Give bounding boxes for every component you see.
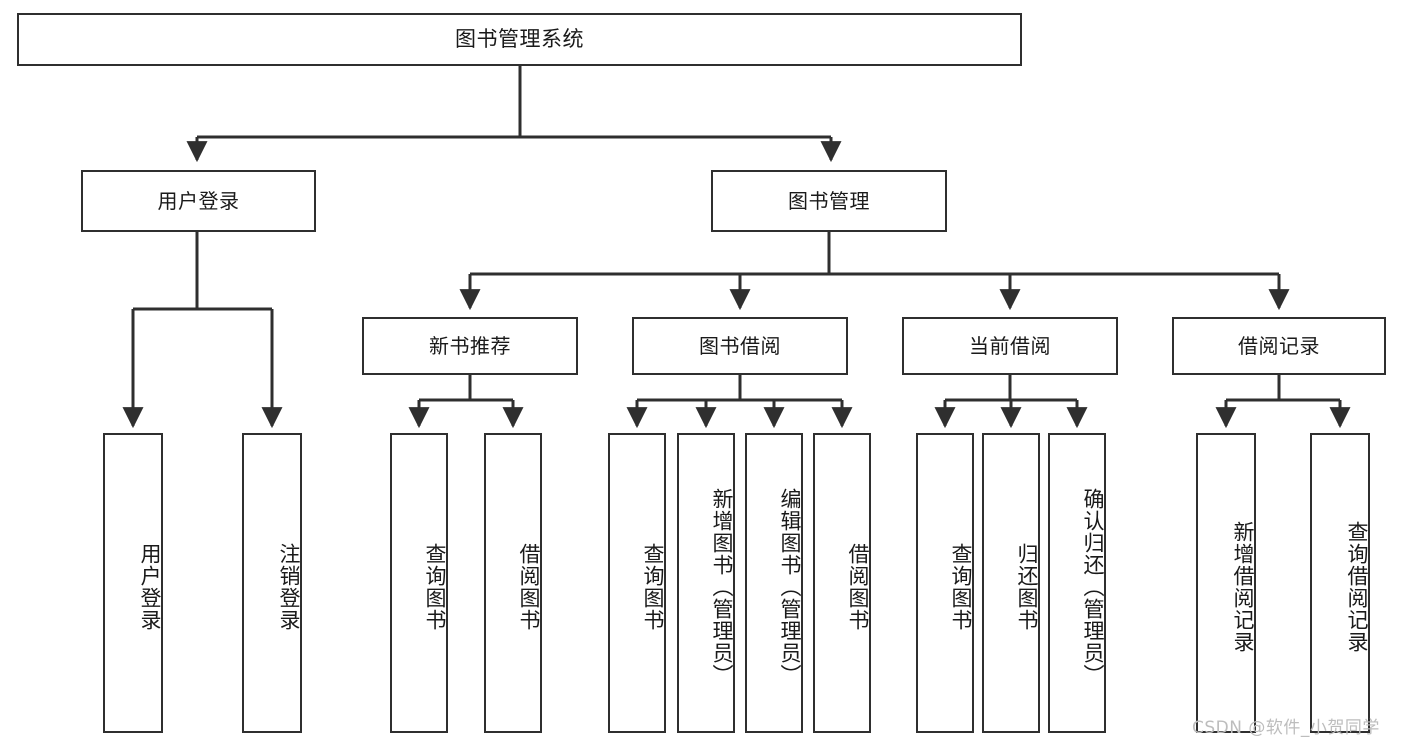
leaf-new-book-query-book[interactable]: 查询图书: [390, 433, 448, 733]
node-root-system[interactable]: 图书管理系统: [17, 13, 1022, 66]
node-label: 查询图书: [641, 543, 665, 631]
node-label: 归还图书: [1015, 543, 1039, 631]
node-label: 借阅图书: [846, 543, 870, 631]
leaf-book-borrow-edit-book-admin[interactable]: 编辑图书（管理员）: [745, 433, 803, 733]
leaf-current-borrow-return-book[interactable]: 归还图书: [982, 433, 1040, 733]
leaf-book-borrow-borrow-book[interactable]: 借阅图书: [813, 433, 871, 733]
node-label: 编辑图书（管理员）: [778, 488, 802, 686]
node-borrow-record[interactable]: 借阅记录: [1172, 317, 1386, 375]
node-user-login[interactable]: 用户登录: [81, 170, 316, 232]
node-label: 查询借阅记录: [1345, 521, 1369, 653]
node-label: 用户登录: [157, 188, 240, 213]
leaf-current-borrow-query-book[interactable]: 查询图书: [916, 433, 974, 733]
node-book-management[interactable]: 图书管理: [711, 170, 947, 232]
node-book-borrow[interactable]: 图书借阅: [632, 317, 848, 375]
node-label: 借阅图书: [517, 543, 541, 631]
node-label: 借阅记录: [1238, 333, 1320, 358]
node-label: 注销登录: [277, 543, 301, 631]
node-new-book-recommend[interactable]: 新书推荐: [362, 317, 578, 375]
node-label: 新增借阅记录: [1231, 521, 1255, 653]
node-label: 用户登录: [138, 543, 162, 631]
leaf-new-book-borrow-book[interactable]: 借阅图书: [484, 433, 542, 733]
node-label: 查询图书: [949, 543, 973, 631]
node-label: 新增图书（管理员）: [710, 488, 734, 686]
leaf-book-borrow-add-book-admin[interactable]: 新增图书（管理员）: [677, 433, 735, 733]
node-label: 确认归还（管理员）: [1081, 488, 1105, 686]
leaf-borrow-record-query-record[interactable]: 查询借阅记录: [1310, 433, 1370, 733]
node-label: 新书推荐: [429, 333, 511, 358]
leaf-user-login-logout[interactable]: 注销登录: [242, 433, 302, 733]
node-label: 图书借阅: [699, 333, 781, 358]
node-current-borrow[interactable]: 当前借阅: [902, 317, 1118, 375]
leaf-user-login-login[interactable]: 用户登录: [103, 433, 163, 733]
node-label: 查询图书: [423, 543, 447, 631]
node-label: 图书管理系统: [455, 26, 584, 51]
leaf-borrow-record-add-record[interactable]: 新增借阅记录: [1196, 433, 1256, 733]
node-label: 图书管理: [788, 188, 870, 213]
leaf-current-borrow-confirm-return-admin[interactable]: 确认归还（管理员）: [1048, 433, 1106, 733]
csdn-watermark: CSDN @软件_小贺同学: [1192, 718, 1380, 738]
node-label: 当前借阅: [969, 333, 1051, 358]
leaf-book-borrow-query-book[interactable]: 查询图书: [608, 433, 666, 733]
